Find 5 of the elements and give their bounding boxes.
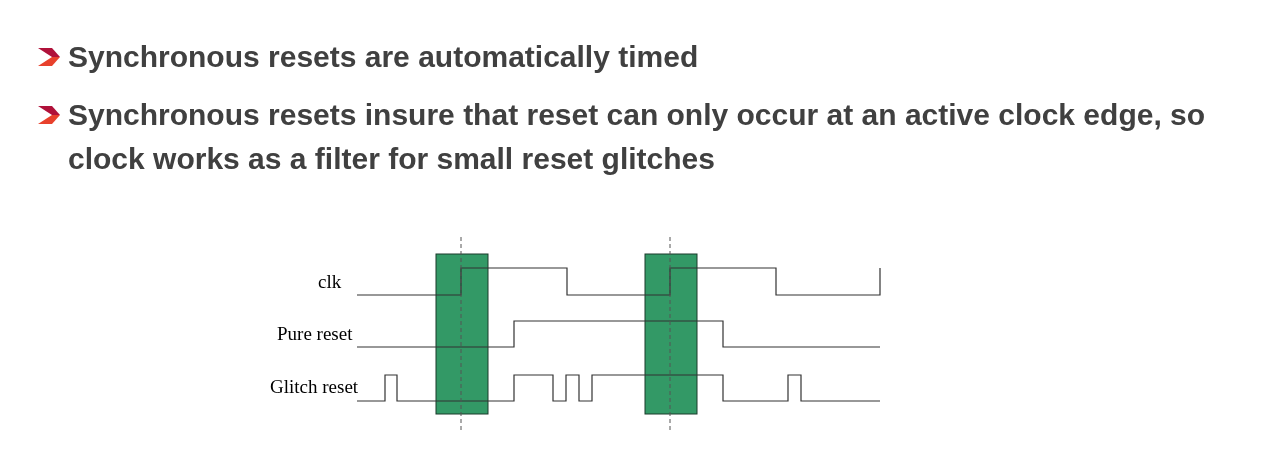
signal-label: clk — [318, 271, 342, 293]
bullet-text: Synchronous resets insure that reset can only occur at an active clock edge, so clock works as a filter for small reset glitches — [68, 97, 1207, 177]
signal-label: Glitch reset — [270, 376, 359, 398]
signal-label: Pure reset — [277, 323, 353, 345]
bullet-text: Synchronous resets are automatically timed — [68, 39, 700, 75]
